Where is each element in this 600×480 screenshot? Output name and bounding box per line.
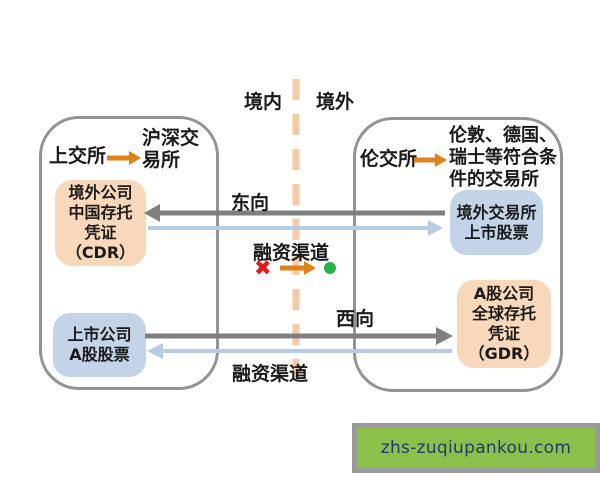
- watermark-banner: zhs-zuqiupankou.com: [357, 428, 595, 468]
- financing-change-indicator: ✖: [254, 256, 336, 280]
- cdr-box: 境外公司 中国存托 凭证 （CDR）: [55, 180, 146, 266]
- sse-label: 上交所: [49, 145, 107, 167]
- overseas-exchange-group-label: 伦敦、德国、 瑞士等符合条 件的交易所: [449, 125, 557, 190]
- domestic-panel-box: 上交所 沪深交 易所 境外公司 中国存托 凭证 （CDR） 上市公司 A股股票: [39, 116, 219, 390]
- ashare-box: 上市公司 A股股票: [53, 313, 146, 377]
- financing-channel-middle-label: 融资渠道: [253, 242, 330, 264]
- eastbound-label: 东向: [231, 192, 270, 214]
- watermark-frame: zhs-zuqiupankou.com: [352, 423, 600, 473]
- gdr-box: A股公司 全球存托 凭证 （GDR）: [457, 280, 551, 368]
- cross-to-ring-arrow-icon: [279, 261, 316, 275]
- lse-to-group-arrow-icon: [414, 153, 447, 167]
- domestic-region-label: 境内: [244, 91, 283, 113]
- red-cross-icon: ✖: [254, 256, 272, 280]
- lse-label: 伦交所: [360, 148, 418, 170]
- watermark-text: zhs-zuqiupankou.com: [380, 438, 572, 458]
- domestic-exchange-group-label: 沪深交 易所: [142, 127, 200, 171]
- sse-to-group-arrow-icon: [107, 151, 141, 165]
- overseas-listed-stock-box: 境外交易所 上市股票: [450, 190, 543, 255]
- overseas-region-label: 境外: [316, 91, 355, 113]
- westbound-label: 西向: [336, 308, 375, 330]
- overseas-panel-box: 伦交所 伦敦、德国、 瑞士等符合条 件的交易所 境外交易所 上市股票 A股公司 …: [353, 117, 563, 392]
- financing-channel-bottom-label: 融资渠道: [232, 363, 309, 385]
- green-ring-icon: [323, 262, 336, 274]
